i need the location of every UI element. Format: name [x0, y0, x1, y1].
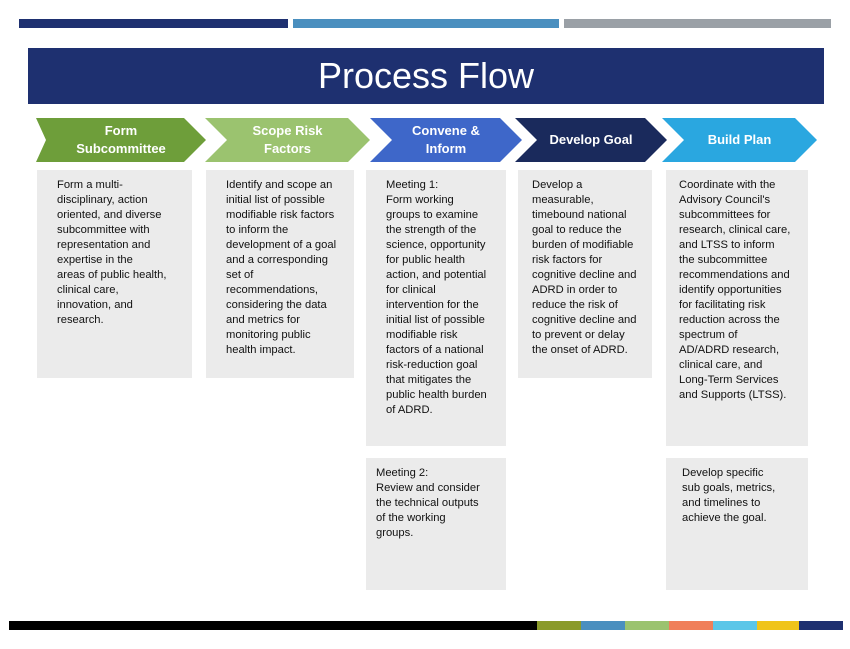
bottom-bar-segment	[625, 621, 669, 630]
step-scope-risk-factors: Scope Risk Factors	[205, 118, 370, 162]
step-label: Develop Goal	[549, 132, 633, 147]
bottom-bar-segment	[537, 621, 581, 630]
scope-risk-factors-description: Identify and scope an initial list of po…	[206, 170, 354, 378]
convene-meeting2-description: Meeting 2: Review and consider the techn…	[366, 458, 506, 590]
top-bar-1	[19, 19, 288, 28]
step-develop-goal: Develop Goal	[515, 118, 667, 162]
form-subcommittee-description: Form a multi- disciplinary, action orien…	[37, 170, 192, 378]
step-build-plan: Build Plan	[662, 118, 817, 162]
bottom-bar-segment	[799, 621, 843, 630]
convene-meeting1-description: Meeting 1: Form working groups to examin…	[366, 170, 506, 446]
bottom-bar-segment	[713, 621, 757, 630]
build-plan-description: Coordinate with the Advisory Council's s…	[666, 170, 808, 446]
step-label: Convene & Inform	[412, 123, 480, 156]
develop-goal-description: Develop a measurable, timebound national…	[518, 170, 652, 378]
step-convene-inform: Convene & Inform	[370, 118, 522, 162]
bottom-bar-segment	[9, 621, 537, 630]
build-plan-sub-description: Develop specific sub goals, metrics, and…	[666, 458, 808, 590]
step-label: Form Subcommittee	[76, 123, 166, 156]
step-label: Build Plan	[707, 132, 772, 147]
step-label: Scope Risk Factors	[252, 123, 323, 156]
top-bar-2	[293, 19, 559, 28]
page-title: Process Flow	[28, 48, 824, 104]
bottom-bar-segment	[669, 621, 713, 630]
step-form-subcommittee: Form Subcommittee	[36, 118, 206, 162]
top-bar-3	[564, 19, 831, 28]
bottom-bar-segment	[581, 621, 625, 630]
bottom-bar-segment	[757, 621, 799, 630]
